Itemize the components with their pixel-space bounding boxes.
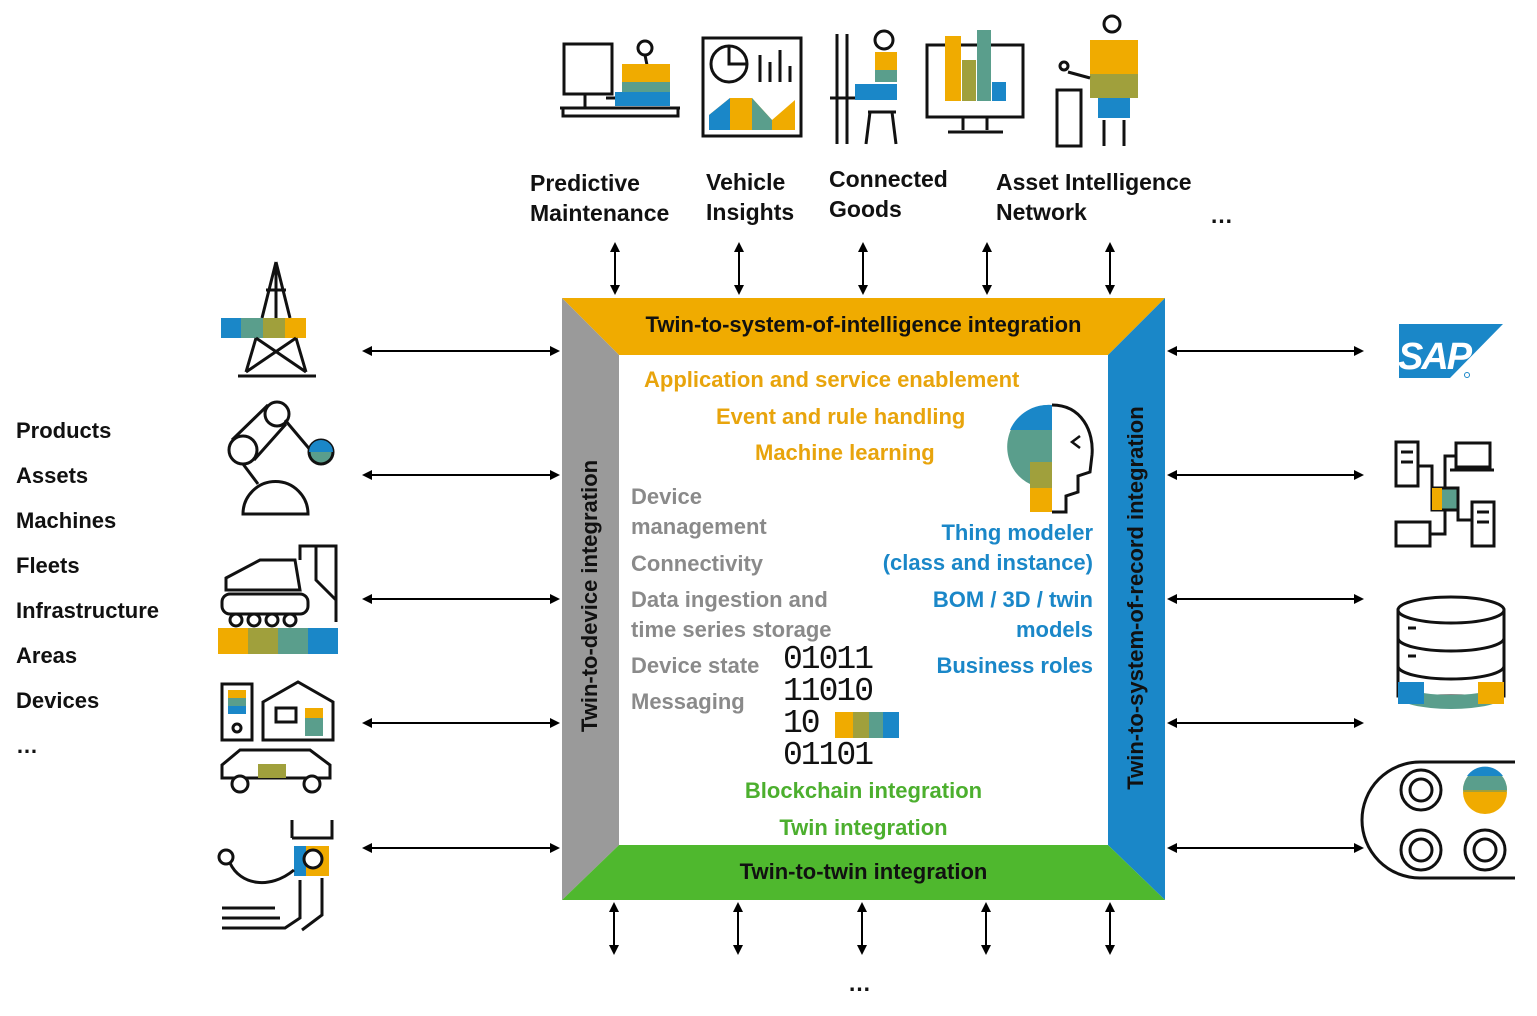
frame-top-band <box>562 298 1165 355</box>
list-item-areas: Areas <box>16 643 78 668</box>
frame-bottom-label: Twin-to-twin integration <box>739 859 988 884</box>
left-arrows <box>362 346 560 853</box>
capability-thing-modeler: Thing modeler (class and instance) <box>882 520 1093 575</box>
capability-messaging: Messaging <box>631 689 745 714</box>
capability-device-management: Device management <box>631 484 767 539</box>
monitor-chart-icon <box>925 30 1025 134</box>
frame-bottom-band <box>562 845 1165 900</box>
sap-logo: SAP <box>1398 324 1503 378</box>
oil-rig-icon <box>221 261 316 378</box>
list-item-fleets: Fleets <box>16 553 80 578</box>
capability-device-state: Device state <box>631 653 760 678</box>
frame-top-label: Twin-to-system-of-intelligence integrati… <box>645 312 1082 337</box>
sap-logo-text: SAP <box>1398 336 1473 378</box>
binary-data-graphic: 01011 11010 10 01101 <box>783 641 874 774</box>
capability-business-roles: Business roles <box>936 653 1093 678</box>
predictive-maintenance-icon <box>560 39 680 118</box>
app-label-asset-intelligence-network: Asset Intelligence Network <box>996 169 1192 225</box>
list-item-more: … <box>16 733 38 758</box>
list-item-products: Products <box>16 418 112 443</box>
smart-home-car-icon <box>220 680 335 794</box>
frame-right-label: Twin-to-system-of-record integration <box>1123 406 1148 790</box>
worker-icon <box>1055 14 1138 148</box>
frame-right-band <box>1108 298 1165 900</box>
ml-head-icon <box>1007 403 1094 514</box>
vehicle-insights-icon <box>701 36 803 138</box>
capability-event-rule-handling: Event and rule handling <box>716 404 966 429</box>
bottom-arrows <box>609 902 1115 955</box>
binary-row: 01101 <box>783 737 874 774</box>
top-arrows <box>610 242 1115 295</box>
list-item-infrastructure: Infrastructure <box>16 598 160 623</box>
list-item-devices: Devices <box>16 688 100 713</box>
database-icon <box>1396 595 1506 709</box>
binary-row: 01011 <box>783 641 874 678</box>
sensor-hand-icon <box>217 820 334 932</box>
app-label-predictive-maintenance: Predictive Maintenance <box>530 170 670 226</box>
capability-app-service-enablement: Application and service enablement <box>644 367 1020 392</box>
app-label-connected-goods: Connected Goods <box>829 166 948 222</box>
capability-twin-integration: Twin integration <box>779 815 948 840</box>
capability-data-ingestion: Data ingestion and time series storage <box>631 587 832 642</box>
connected-goods-icon <box>830 29 898 145</box>
frame-left-band <box>562 298 619 900</box>
capability-machine-learning: Machine learning <box>755 440 935 465</box>
capability-blockchain-integration: Blockchain integration <box>744 778 983 803</box>
binary-row: 10 <box>783 705 821 742</box>
app-label-vehicle-insights: Vehicle Insights <box>706 169 795 225</box>
right-arrows <box>1167 346 1364 853</box>
left-object-list: Products Assets Machines Fleets Infrastr… <box>16 418 159 778</box>
robot-arm-icon <box>227 400 335 516</box>
capability-bom-3d-twin-models: BOM / 3D / twin models <box>932 587 1093 642</box>
network-computers-icon <box>1394 440 1496 548</box>
binary-row: 11010 <box>783 673 874 710</box>
conveyor-icon <box>1360 760 1515 880</box>
list-item-machines: Machines <box>16 508 117 533</box>
capability-connectivity: Connectivity <box>631 551 764 576</box>
excavator-icon <box>218 544 338 654</box>
bottom-more: … <box>848 970 871 996</box>
binary-color-strip <box>835 712 899 738</box>
app-label-more: … <box>1210 202 1233 228</box>
frame-left-label: Twin-to-device integration <box>577 459 602 733</box>
list-item-assets: Assets <box>16 463 89 488</box>
